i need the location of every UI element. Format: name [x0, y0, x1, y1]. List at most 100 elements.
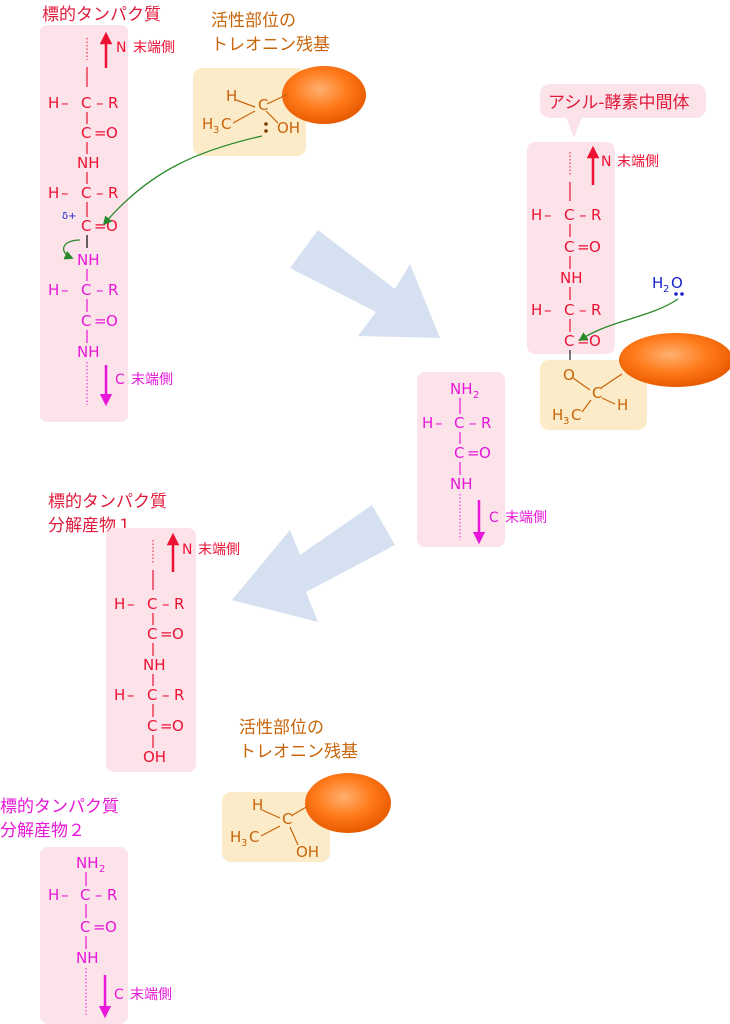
atom-h: H [531, 301, 542, 319]
bond [260, 825, 281, 837]
n-term-label: 末端側 [617, 154, 659, 170]
atom-oh: OH [296, 843, 319, 861]
atom-h: H [48, 886, 59, 904]
water-o: O [671, 274, 683, 292]
atom-r: R [108, 94, 118, 112]
atom-nh2: NH [450, 380, 473, 398]
atom-r: R [107, 886, 117, 904]
bond-dash: – [127, 686, 135, 704]
n-term-label: 末端側 [198, 542, 240, 558]
atom-c: C [147, 717, 157, 735]
bond-double: = [160, 625, 173, 643]
atom-c: C [454, 414, 464, 432]
atom-o: O [106, 312, 118, 330]
bond-double: = [93, 918, 106, 936]
atom-c: C [564, 301, 574, 319]
enzyme-body [282, 66, 366, 124]
target-protein-box [40, 25, 128, 422]
atom-c: C [564, 332, 574, 350]
atom-h3-subscript: 3 [241, 838, 247, 849]
bond [572, 377, 591, 391]
product1-title-line1: 標的タンパク質 [48, 492, 167, 512]
atom-r: R [591, 206, 601, 224]
bond [581, 399, 592, 413]
atom-nh: NH [450, 475, 473, 493]
water-attack-arrow [578, 298, 679, 342]
atom-c: C [80, 886, 90, 904]
bond-dash: – [162, 595, 170, 613]
bond-dash: – [435, 414, 443, 432]
atom-c: C [571, 406, 581, 424]
atom-c: C [454, 444, 464, 462]
n-term-n: N [601, 154, 611, 170]
product2-title-line2: 分解産物２ [0, 821, 85, 841]
water-lone-pair-dot [680, 292, 684, 296]
bond-dash: – [95, 886, 103, 904]
water-subscript: 2 [663, 284, 669, 295]
atom-h3-subscript: 3 [213, 125, 219, 136]
atom-h3: H [202, 115, 213, 133]
atom-nh2-subscript: 2 [99, 864, 105, 875]
bond-dash: – [96, 281, 104, 299]
atom-r: R [108, 281, 118, 299]
atom-nh2: NH [76, 854, 99, 872]
bond [289, 826, 299, 846]
atom-o: O [172, 717, 184, 735]
atom-c: C [258, 96, 268, 114]
delta-plus: δ+ [62, 211, 77, 222]
atom-r: R [174, 686, 184, 704]
threonine-residue-box [540, 360, 647, 430]
bond-dash: – [61, 281, 69, 299]
transition-arrow-1 [290, 230, 440, 338]
bond-double: = [577, 238, 590, 256]
product1-box [106, 528, 196, 772]
released-fragment-box [417, 372, 505, 547]
atom-c: C [564, 238, 574, 256]
atom-c: C [147, 595, 157, 613]
atom-h3-subscript: 3 [563, 416, 569, 427]
enzyme-body [305, 773, 391, 833]
bond-dash: – [96, 94, 104, 112]
nucleophilic-attack-arrow [102, 135, 263, 226]
bond-double: = [94, 217, 107, 235]
atom-r: R [108, 184, 118, 202]
atom-h: H [531, 206, 542, 224]
n-term-label: 末端側 [133, 40, 175, 56]
bond-double: = [160, 717, 173, 735]
bond [601, 397, 616, 405]
atom-nh2-subscript: 2 [473, 390, 479, 401]
c-term-c: C [114, 987, 124, 1003]
atom-h: H [252, 796, 263, 814]
bond-cleavage-arrow [62, 239, 81, 260]
intermediate-protein-box [527, 142, 615, 354]
atom-r: R [591, 301, 601, 319]
lone-pair-dot [264, 129, 268, 133]
atom-c: C [147, 686, 157, 704]
atom-h: H [114, 686, 125, 704]
bond-dash: – [544, 206, 552, 224]
bond [232, 110, 256, 124]
threonine-residue-box [193, 68, 306, 156]
bond [261, 809, 281, 819]
atom-o: O [589, 238, 601, 256]
bond-dash: – [469, 414, 477, 432]
atom-nh: NH [77, 154, 100, 172]
atom-r: R [174, 595, 184, 613]
enzyme-body [619, 333, 730, 387]
bond-dash: – [96, 184, 104, 202]
bond [265, 110, 279, 124]
atom-h: H [114, 595, 125, 613]
atom-c: C [81, 312, 91, 330]
bond-dash: – [61, 184, 69, 202]
atom-c: C [147, 625, 157, 643]
bond-dash: – [61, 886, 69, 904]
bond [290, 805, 309, 817]
bond-dash: – [544, 301, 552, 319]
bond [600, 373, 623, 389]
atom-h: H [48, 94, 59, 112]
atom-c: C [592, 384, 602, 402]
bubble-pointer [566, 117, 582, 138]
atom-c: C [80, 918, 90, 936]
atom-o: O [172, 625, 184, 643]
atom-c: C [81, 94, 91, 112]
